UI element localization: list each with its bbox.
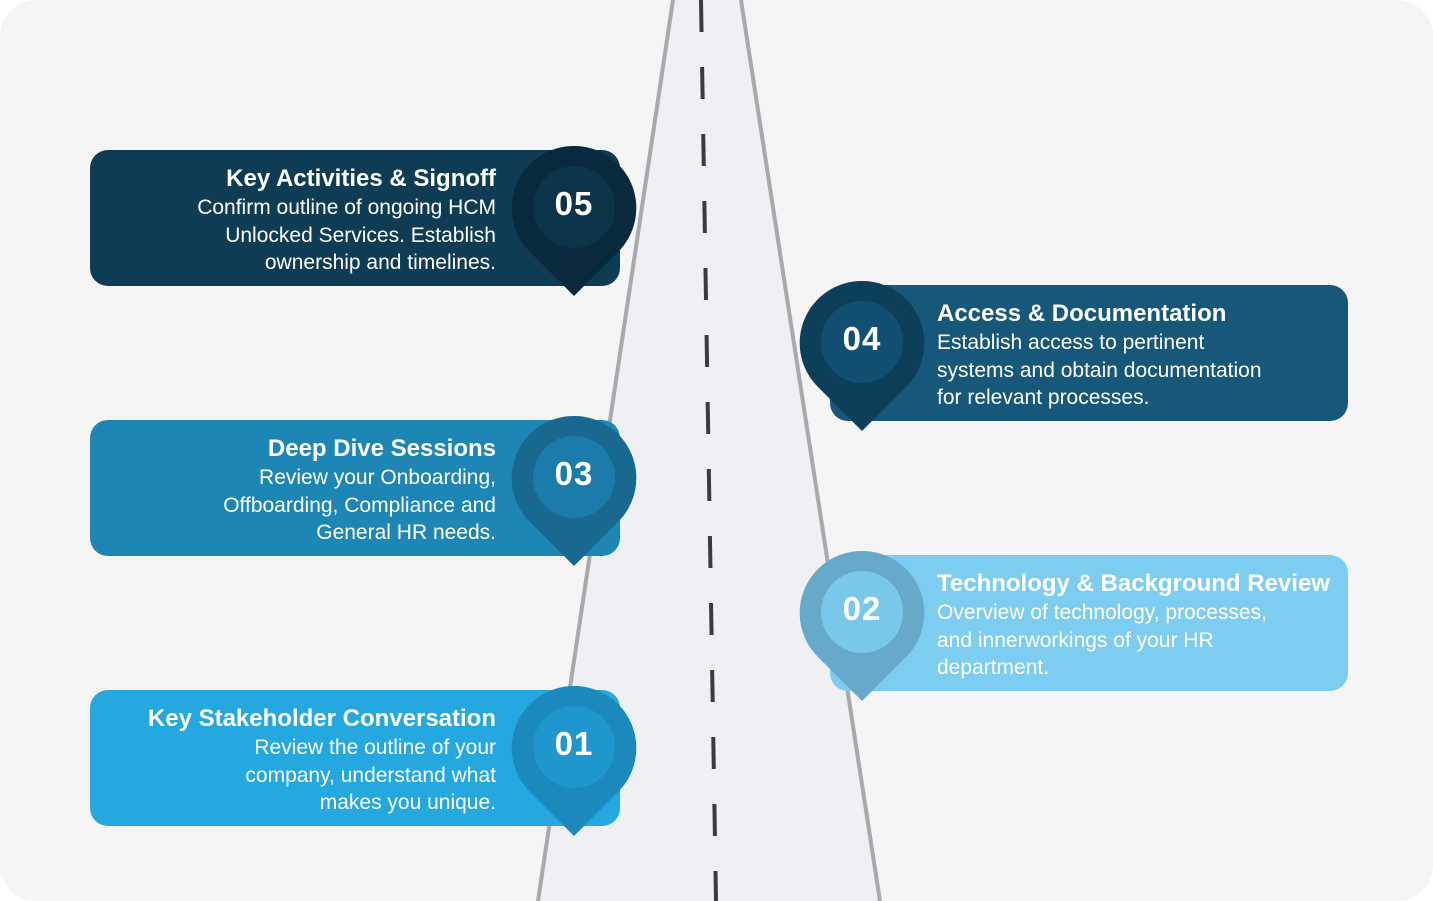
step-description-line: Overview of technology, processes, [937, 601, 1267, 624]
map-pin-icon: 03 [511, 415, 637, 566]
road-dash [711, 736, 716, 770]
road-dash [702, 200, 707, 234]
road-dash [705, 401, 711, 435]
step-title: Key Activities & Signoff [226, 165, 496, 192]
road-right-edge [739, 0, 882, 901]
step-description-line: Confirm outline of ongoing HCM [197, 196, 496, 219]
map-pin-icon: 05 [511, 145, 637, 296]
road-center-dashes [699, 0, 718, 901]
step-description-line: and innerworkings of your HR [937, 628, 1214, 652]
road-dash [707, 535, 713, 569]
road-surface [538, 0, 880, 901]
step-description-line: makes you unique. [319, 791, 496, 814]
road-dash [701, 133, 706, 167]
road-dash [712, 803, 717, 837]
map-pin-icon: 01 [511, 685, 637, 836]
step-description-line: Unlocked Services. Establish [225, 223, 496, 247]
road-dash [703, 267, 708, 301]
road-dash [699, 0, 704, 33]
step-number: 04 [842, 320, 882, 357]
step-number: 01 [554, 725, 594, 762]
step-description-line: for relevant processes. [937, 386, 1150, 409]
map-pin-icon: 02 [799, 550, 925, 701]
step-description-line: systems and obtain documentation [937, 358, 1262, 382]
step-title: Deep Dive Sessions [267, 435, 496, 462]
road-dash [700, 66, 705, 100]
step-description-line: company, understand what [245, 763, 496, 787]
step-number: 05 [554, 185, 594, 222]
step-description-line: General HR needs. [316, 521, 496, 544]
step-description-line: Establish access to pertinent [937, 331, 1205, 354]
step-description-line: ownership and timelines. [264, 251, 496, 274]
step-title: Technology & Background Review [937, 570, 1330, 597]
step-description-line: Review the outline of your [254, 736, 496, 759]
step-number: 02 [842, 590, 882, 627]
step-number: 03 [554, 455, 594, 492]
road-dash [706, 468, 712, 502]
road-dash [709, 602, 714, 636]
step-description-line: Review your Onboarding, [259, 466, 496, 489]
step-description-line: department. [937, 656, 1050, 679]
step-title: Access & Documentation [937, 300, 1227, 327]
step-description-line: Offboarding, Compliance and [223, 493, 496, 517]
road-dash [710, 669, 715, 703]
map-pin-icon: 04 [799, 280, 925, 431]
road-dash [704, 334, 710, 368]
step-title: Key Stakeholder Conversation [147, 705, 496, 732]
